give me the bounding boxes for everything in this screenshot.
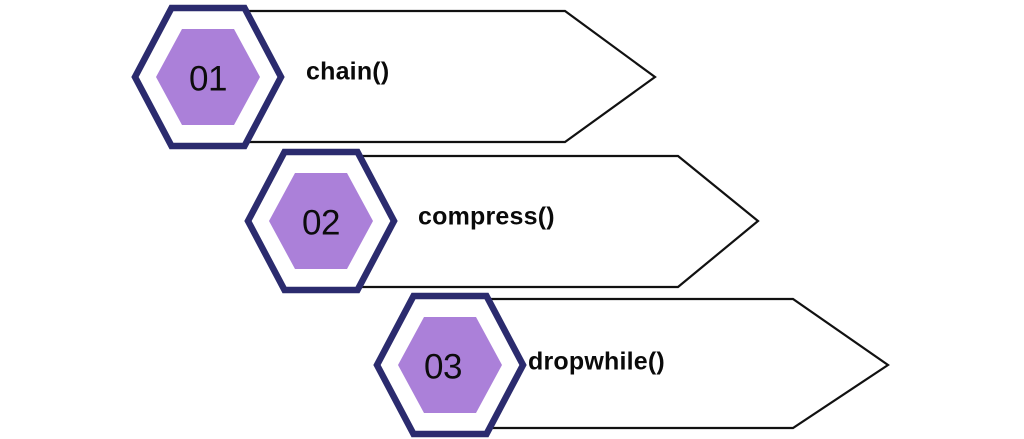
step-number-2: 02 bbox=[302, 203, 340, 243]
step-number-1: 01 bbox=[189, 59, 227, 99]
step-label-dropwhile[interactable]: dropwhile() bbox=[528, 347, 665, 376]
step-label-chain[interactable]: chain() bbox=[306, 57, 390, 86]
step-number-3: 03 bbox=[424, 347, 462, 387]
step-label-compress[interactable]: compress() bbox=[418, 202, 555, 231]
